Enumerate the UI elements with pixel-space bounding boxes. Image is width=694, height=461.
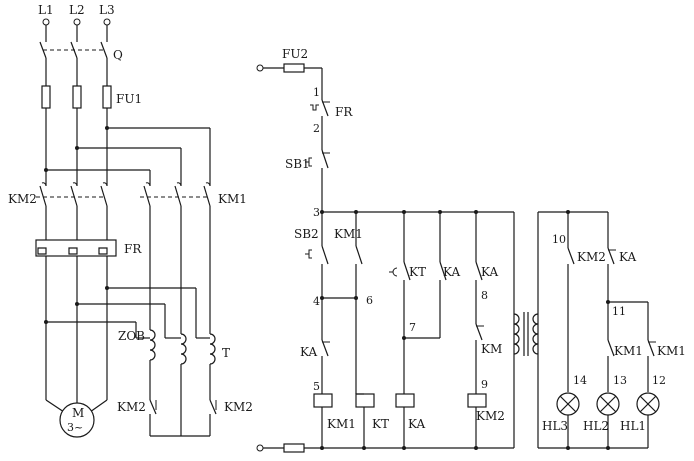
label-ka-contact1: KA: [443, 265, 460, 279]
terminal-l2: [73, 18, 81, 26]
km1-main-contacts: [140, 182, 211, 207]
label-km2-lamp: KM2: [577, 250, 606, 264]
fuse-fu2-bottom: [283, 443, 305, 453]
control-transformer: [513, 312, 539, 356]
fuse-fu2: [283, 63, 305, 73]
label-hl3: HL3: [542, 419, 568, 433]
node-4: 4: [313, 295, 320, 308]
node-2: 2: [313, 122, 320, 135]
km1-hold-contact: [355, 245, 363, 265]
node-12: 12: [652, 374, 666, 387]
label-ka-nc: KA: [300, 345, 317, 359]
terminal-l3: [103, 18, 111, 26]
label-l3: L3: [99, 3, 115, 17]
label-coil-ka: KA: [408, 417, 425, 431]
label-coil-km1: KM1: [327, 417, 356, 431]
kt-timed-contact: [389, 261, 411, 281]
label-l2: L2: [69, 3, 85, 17]
label-t: T: [222, 346, 230, 360]
motor-label-phase: 3~: [67, 421, 83, 434]
node-13: 13: [613, 374, 627, 387]
label-fu1: FU1: [116, 92, 142, 106]
label-hl1: HL1: [620, 419, 646, 433]
label-km2-star-right: KM2: [224, 400, 253, 414]
ka-lamp-contact: [607, 247, 615, 265]
main-power-circuit: L1 L2 L3 Q FU1: [8, 3, 253, 438]
sb2-start-button: [305, 245, 329, 265]
switch-q-blade-3: [100, 41, 108, 59]
coil-km2: [467, 393, 487, 408]
control-terminal-bottom: [256, 444, 264, 452]
km2-star-contact-left: [149, 399, 157, 415]
km2-main-contacts: [36, 182, 108, 207]
coil-kt: [355, 393, 375, 408]
label-km1-main: KM1: [218, 192, 247, 206]
label-ka-contact2: KA: [481, 265, 498, 279]
lamp-hl3: [556, 392, 580, 416]
label-km1-lamp1: KM1: [614, 344, 643, 358]
label-coil-kt: KT: [372, 417, 389, 431]
node-5: 5: [313, 380, 320, 393]
km2-star-contact-right: [209, 399, 217, 415]
terminal-l1: [42, 18, 50, 26]
label-sb2: SB2: [294, 227, 319, 241]
km1-lamp-contact-2: [647, 339, 655, 357]
label-l1: L1: [38, 3, 54, 17]
label-km-nc: KM: [481, 342, 502, 356]
label-fu2: FU2: [282, 47, 308, 61]
thermal-relay-fr: [35, 239, 117, 257]
fuse-fu1-2: [72, 85, 82, 109]
label-km2-main: KM2: [8, 192, 37, 206]
label-fr-main: FR: [124, 242, 142, 256]
node-11: 11: [612, 305, 626, 318]
node-9: 9: [481, 378, 488, 391]
lamp-hl2: [596, 392, 620, 416]
node-14: 14: [573, 374, 587, 387]
node-7: 7: [409, 321, 416, 334]
label-km1-hold: KM1: [334, 227, 363, 241]
km-nc-contact: [475, 323, 483, 341]
autotransformer-coils: [149, 262, 216, 436]
coil-km1: [313, 393, 333, 408]
label-kt-contact: KT: [409, 265, 426, 279]
ka-no-contact: [475, 261, 483, 281]
label-coil-km2: KM2: [476, 409, 505, 423]
indicator-lamp-circuit: 10 KM2 14 KA 11 KM1 13 KM1 12: [537, 210, 686, 450]
node-3: 3: [313, 206, 320, 219]
km2-lamp-contact: [567, 247, 575, 265]
ka-hold-contact: [439, 261, 447, 281]
control-terminal-top: [256, 64, 264, 72]
control-circuit: FU2 1 FR 2 SB1 3: [256, 47, 515, 453]
coil-ka: [395, 393, 415, 408]
label-km1-lamp2: KM1: [657, 344, 686, 358]
node-1: 1: [313, 86, 320, 99]
motor-m: [59, 402, 95, 438]
km1-lamp-contact-1: [607, 339, 615, 357]
fuse-fu1-1: [41, 85, 51, 109]
label-fr-ctrl: FR: [335, 105, 353, 119]
node-8: 8: [481, 289, 488, 302]
label-ka-lamp: KA: [619, 250, 636, 264]
node-6: 6: [366, 294, 373, 307]
label-zob: ZOB: [118, 329, 145, 343]
label-sb1: SB1: [285, 157, 310, 171]
node-10: 10: [552, 233, 566, 246]
ka-nc-contact: [321, 339, 329, 357]
lamp-hl1: [636, 392, 660, 416]
fr-nc-contact: [310, 99, 330, 117]
label-km2-star-left: KM2: [117, 400, 146, 414]
sb1-stop-button: [305, 149, 330, 169]
label-q: Q: [113, 48, 123, 62]
fuse-fu1-3: [102, 85, 112, 109]
motor-label-m: M: [72, 406, 84, 420]
label-hl2: HL2: [583, 419, 609, 433]
